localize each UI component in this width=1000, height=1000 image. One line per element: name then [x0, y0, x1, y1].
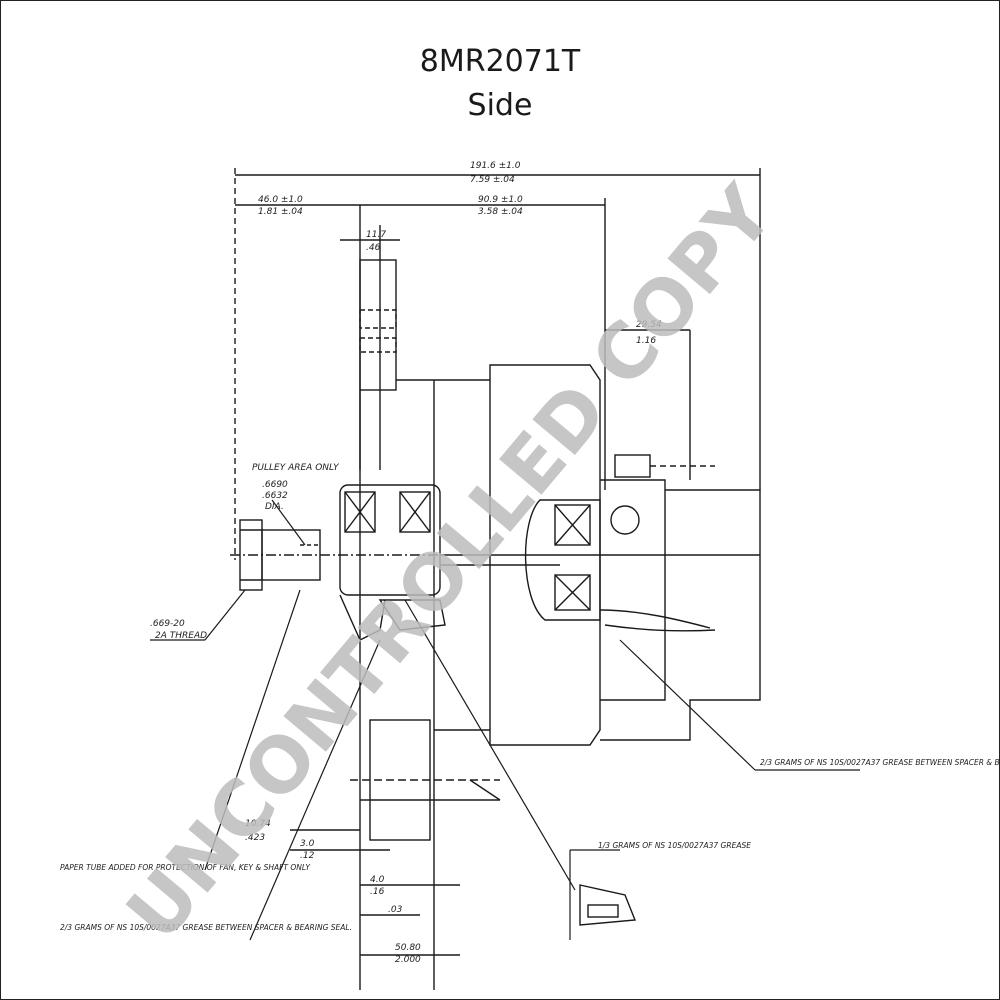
view-subtitle: Side [467, 88, 533, 123]
grease-detail [579, 884, 636, 926]
dim-small-2: 4.0 [370, 875, 385, 885]
pulley-fan-plate [350, 259, 501, 990]
dimension-lines-bottom [290, 829, 460, 956]
dim-rear-in: 3.58 ±.04 [478, 207, 523, 217]
dim-key-2: .423 [245, 833, 265, 843]
leader-lines [150, 499, 860, 941]
shaft-dia-2: .6632 [262, 491, 288, 501]
shaft-dia-label: DIA. [265, 502, 284, 512]
dim-pulley-in: .46 [366, 243, 381, 253]
page-title: 8MR2071T [419, 44, 581, 79]
dim-front-in: 1.81 ±.04 [258, 207, 303, 217]
thread-spec-2: 2A THREAD [155, 631, 207, 641]
dim-front-2: 3.0 [300, 839, 315, 849]
dim-rear: 90.9 ±1.0 [478, 195, 523, 205]
thread-spec-1: .669-20 [150, 619, 185, 629]
dim-bottom: 50.80 [395, 943, 421, 953]
drive-shaft [230, 519, 440, 591]
dim-small-2-in: .16 [370, 887, 385, 897]
dim-rear-offset: 29.54 [636, 320, 662, 330]
dim-front: 46.0 ±1.0 [258, 195, 303, 205]
paper-tube-note: PAPER TUBE ADDED FOR PROTECTION OF FAN, … [60, 863, 311, 872]
dim-overall: 191.6 ±1.0 [470, 161, 521, 171]
dim-bottom-in: 2.000 [395, 955, 421, 965]
rear-bearing [524, 454, 716, 632]
grease-note-rear: 2/3 GRAMS OF NS 10S/0027A37 GREASE BETWE… [760, 758, 1000, 767]
dim-front-2-in: .12 [300, 851, 315, 861]
grease-note-front: 2/3 GRAMS OF NS 10S/0027A37 GREASE BETWE… [60, 923, 352, 932]
dim-small: .03 [388, 905, 403, 915]
front-bearing [339, 484, 446, 641]
dim-key-1: 10.74 [245, 819, 271, 829]
dim-pulley: 11.7 [366, 230, 386, 240]
dim-rear-offset-in: 1.16 [636, 336, 656, 346]
shaft-dia-1: .6690 [262, 480, 288, 490]
pulley-area-note: PULLEY AREA ONLY [252, 463, 340, 473]
grease-note-detail: 1/3 GRAMS OF NS 10S/0027A37 GREASE [598, 841, 751, 850]
dim-overall-in: 7.59 ±.04 [470, 175, 515, 185]
watermark: UNCONTROLLED COPY [109, 168, 791, 957]
